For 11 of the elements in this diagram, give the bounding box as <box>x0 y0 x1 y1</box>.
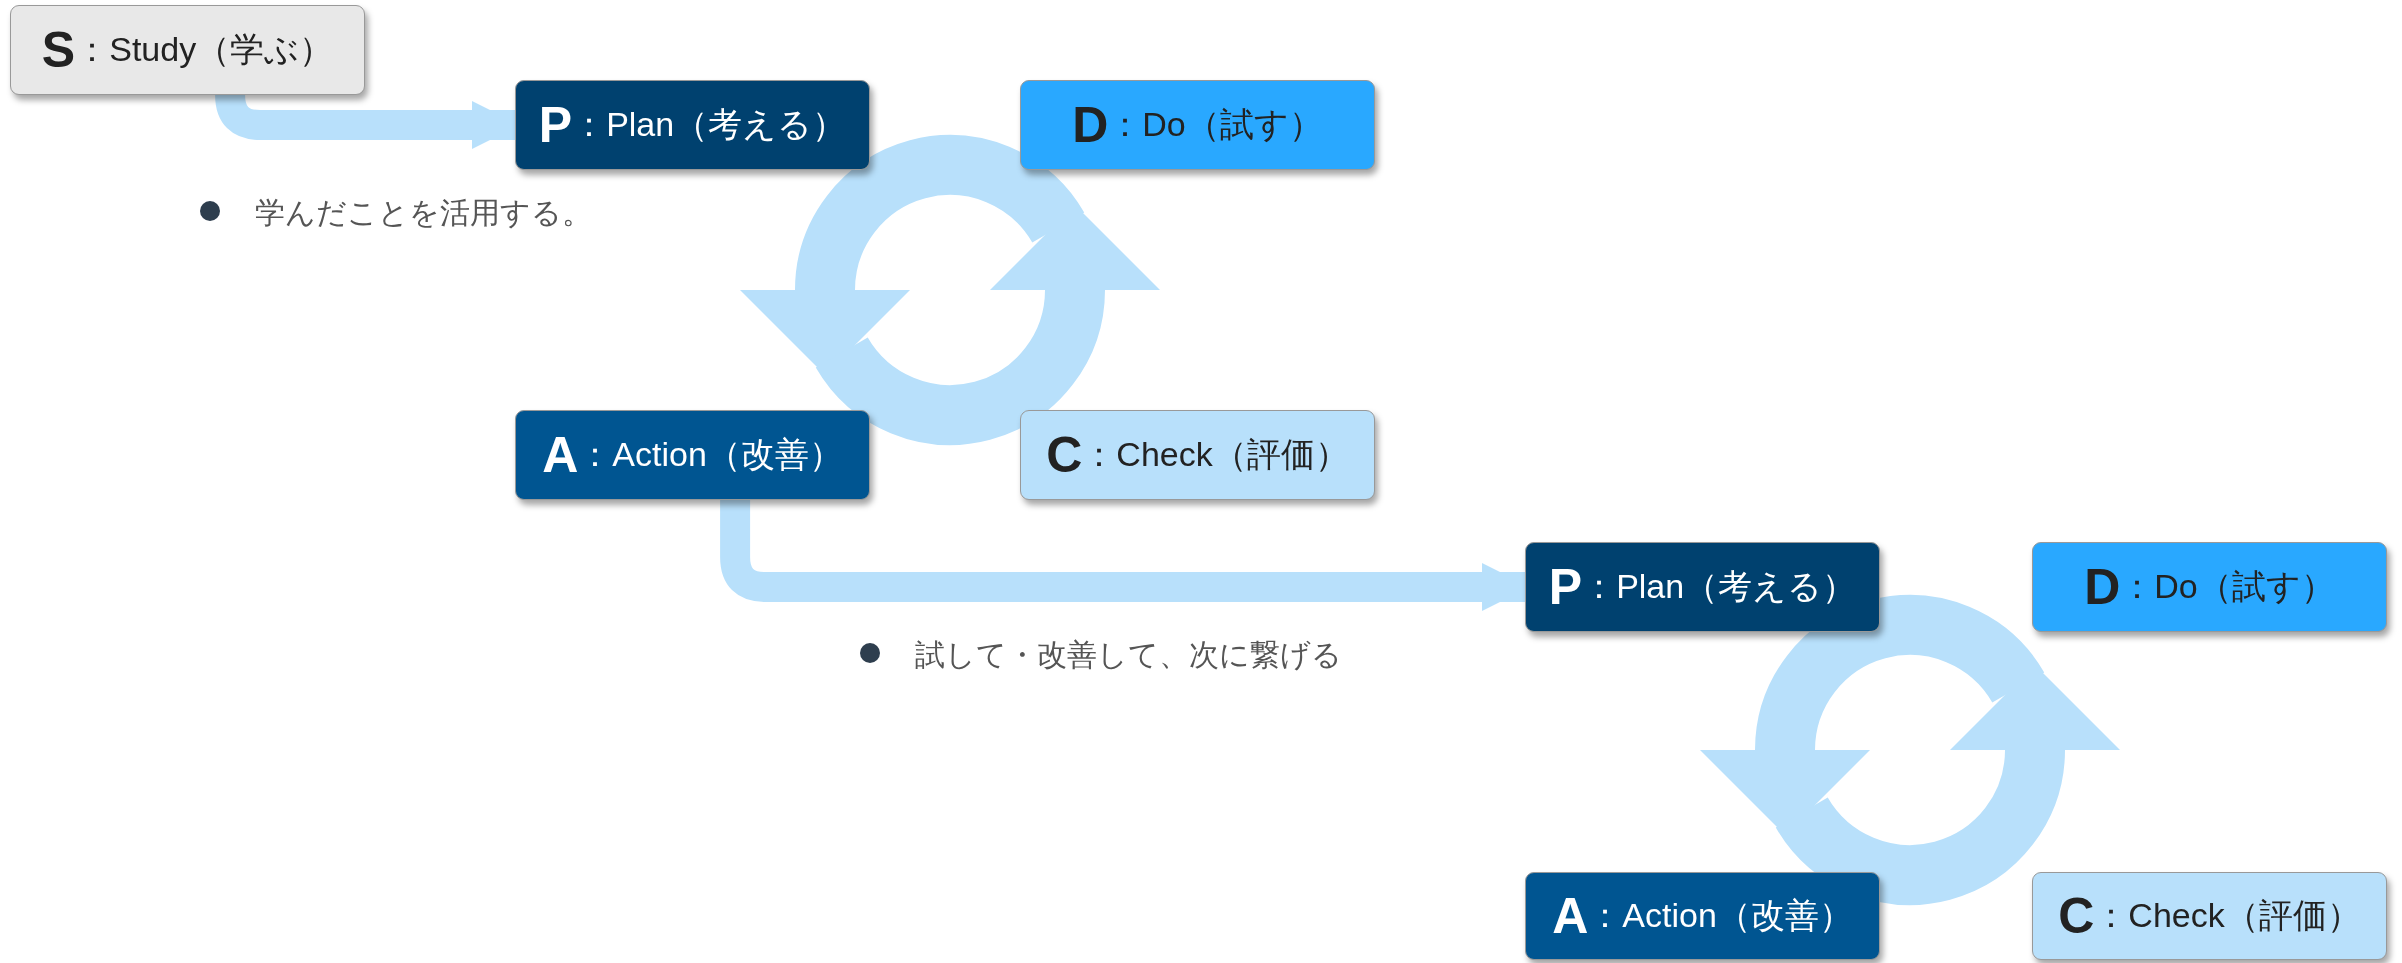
step-box: P：Plan（考える） <box>1525 542 1880 632</box>
step-box: P：Plan（考える） <box>515 80 870 170</box>
step-box: S：Study（学ぶ） <box>10 5 365 95</box>
step-box: D：Do（試す） <box>1020 80 1375 170</box>
bullet-text: 学んだことを活用する。 <box>255 194 592 232</box>
step-box: A：Action（改善） <box>1525 872 1880 960</box>
bullet-text: 試して・改善して、次に繋げる <box>915 636 1342 674</box>
step-box: D：Do（試す） <box>2032 542 2387 632</box>
step-box: C：Check（評価） <box>2032 872 2387 960</box>
step-box: C：Check（評価） <box>1020 410 1375 500</box>
step-box: A：Action（改善） <box>515 410 870 500</box>
